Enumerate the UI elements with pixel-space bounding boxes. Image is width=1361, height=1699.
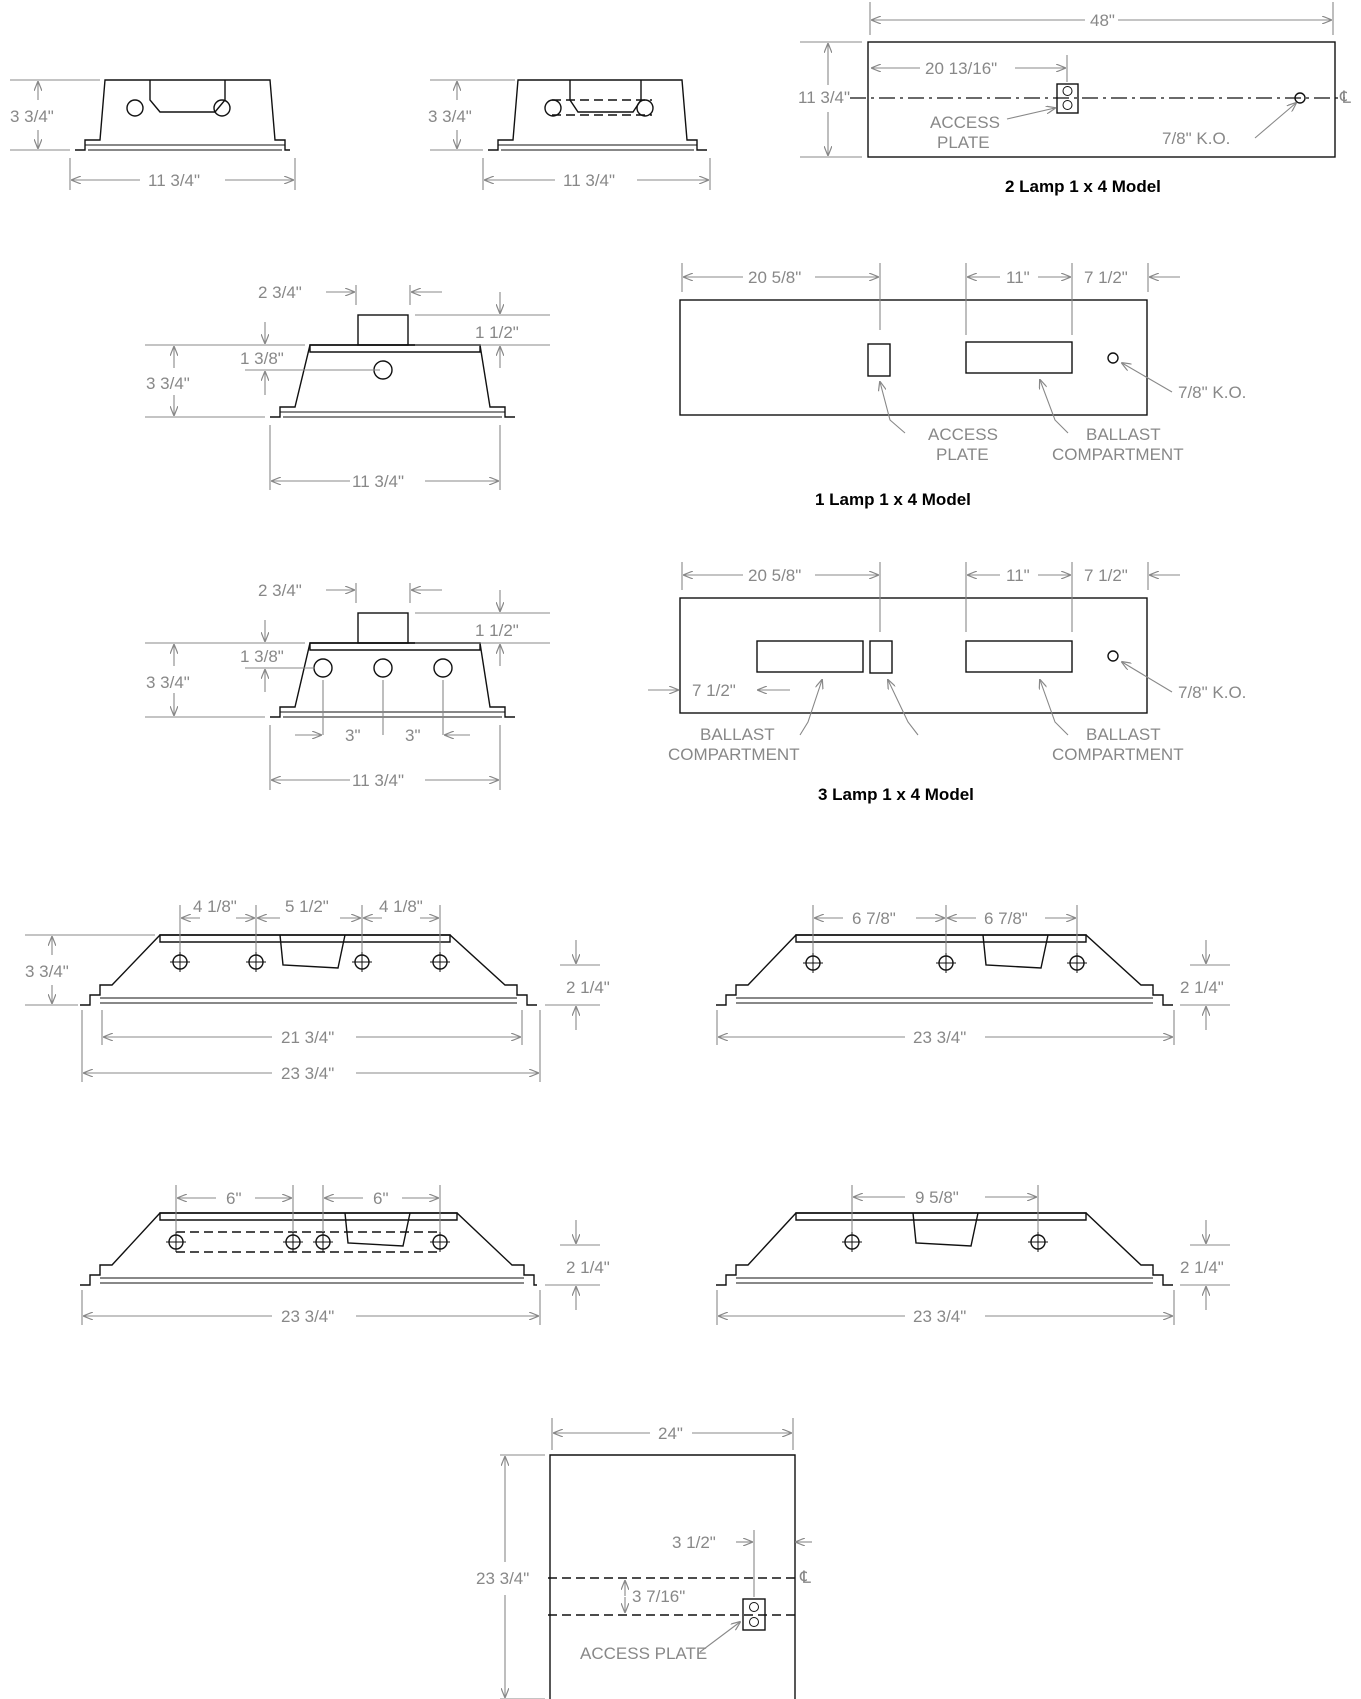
neck-height-label: 1 1/2" bbox=[475, 621, 519, 640]
neck-width-label: 2 3/4" bbox=[258, 581, 302, 600]
plan-length-label: 23 3/4" bbox=[476, 1569, 529, 1588]
hole-height-label: 1 3/8" bbox=[240, 349, 284, 368]
lampholder-marks bbox=[842, 1232, 1048, 1252]
access-plate-label-2: PLATE bbox=[936, 445, 989, 464]
knockout-label: 7/8" K.O. bbox=[1162, 129, 1230, 148]
two-lamp-end-view-a: 3 3/4" 11 3/4" bbox=[10, 79, 296, 190]
ballast-label-2-right: COMPARTMENT bbox=[1052, 745, 1184, 764]
spacing-label-2: 5 1/2" bbox=[285, 897, 329, 916]
one-lamp-end-view: 11 3/4" 2 3/4" 1 1/2" 1 3/8" 3 3/4" bbox=[145, 283, 550, 491]
outer-width-label: 23 3/4" bbox=[913, 1028, 966, 1047]
ballast-label-2-left: COMPARTMENT bbox=[668, 745, 800, 764]
troffer-section-d: 9 5/8" 2 1/4" 23 3/4" bbox=[716, 1185, 1230, 1326]
two-lamp-end-view-b: 3 3/4" 11 3/4" bbox=[428, 79, 711, 190]
lampholder-marks bbox=[803, 953, 1087, 973]
ballast-label-1: BALLAST bbox=[1086, 425, 1161, 444]
outer-width-label: 23 3/4" bbox=[913, 1307, 966, 1326]
lampholder-marks bbox=[170, 952, 450, 972]
spacing-label-3: 4 1/8" bbox=[379, 897, 423, 916]
inner-width-label: 21 3/4" bbox=[281, 1028, 334, 1047]
two-lamp-title: 2 Lamp 1 x 4 Model bbox=[1005, 177, 1161, 196]
lampholder-marks bbox=[166, 1232, 450, 1252]
knockout-label: 7/8" K.O. bbox=[1178, 683, 1246, 702]
ballast-label-2: COMPARTMENT bbox=[1052, 445, 1184, 464]
troffer-section-b: 6 7/8" 6 7/8" 2 1/4" 23 3/4" bbox=[716, 905, 1230, 1047]
outer-width-label: 23 3/4" bbox=[281, 1064, 334, 1083]
plan-width-label: 24" bbox=[658, 1424, 683, 1443]
width-label: 11 3/4" bbox=[563, 171, 615, 190]
one-lamp-plan-view: 20 5/8" 11" 7 1/2" 7/8" K.O. ACCESS PLAT… bbox=[679, 263, 1246, 509]
troffer-section-a: 4 1/8" 5 1/2" 4 1/8" 3 3/4" 2 1/4" 21 3/… bbox=[25, 897, 610, 1083]
overall-length-label: 48" bbox=[1090, 11, 1115, 30]
spacing-label-1: 3" bbox=[345, 726, 361, 745]
end-offset-label: 7 1/2" bbox=[1084, 268, 1128, 287]
spacing-label-1: 4 1/8" bbox=[193, 897, 237, 916]
two-by-two-plan-view: ℄ 24" 23 3/4" 3 1/2" 3 7/16" ACCESS PLAT… bbox=[476, 1418, 812, 1699]
three-lamp-end-view: 3" 3" 11 3/4" 2 3/4" 1 1/2" 1 3/8" 3 3/4… bbox=[145, 581, 550, 790]
end-offset-label: 7 1/2" bbox=[1084, 566, 1128, 585]
depth-label: 2 1/4" bbox=[566, 978, 610, 997]
three-lamp-plan-view: 20 5/8" 11" 7 1/2" 7 1/2" 7/8" K.O. BALL… bbox=[648, 562, 1246, 804]
depth-label: 2 1/4" bbox=[1180, 1258, 1224, 1277]
access-offset-label: 20 13/16" bbox=[925, 59, 997, 78]
width-label: 11 3/4" bbox=[148, 171, 200, 190]
ballast-offset-label: 20 5/8" bbox=[748, 268, 801, 287]
left-offset-label: 7 1/2" bbox=[692, 681, 736, 700]
troffer-section-c: 6" 6" 2 1/4" 23 3/4" bbox=[80, 1185, 610, 1326]
width-label: 11 3/4" bbox=[352, 472, 404, 491]
access-distance-label: 3 7/16" bbox=[632, 1587, 685, 1606]
neck-height-label: 1 1/2" bbox=[475, 323, 519, 342]
ballast-label-1-left: BALLAST bbox=[700, 725, 775, 744]
hole-height-label: 1 3/8" bbox=[240, 647, 284, 666]
height-label: 3 3/4" bbox=[428, 107, 472, 126]
plan-width-label: 11 3/4" bbox=[798, 88, 850, 107]
spacing-label-2: 6 7/8" bbox=[984, 909, 1028, 928]
height-label: 3 3/4" bbox=[146, 673, 190, 692]
access-offset-label: 3 1/2" bbox=[672, 1533, 716, 1552]
offset-label: 20 5/8" bbox=[748, 566, 801, 585]
access-plate-label-1: ACCESS bbox=[930, 113, 1000, 132]
ballast-length-label: 11" bbox=[1006, 268, 1030, 287]
access-plate-label: ACCESS PLATE bbox=[580, 1644, 707, 1663]
access-plate-label-2: PLATE bbox=[937, 133, 990, 152]
height-label: 3 3/4" bbox=[25, 962, 69, 981]
spacing-label-1: 6 7/8" bbox=[852, 909, 896, 928]
width-label: 11 3/4" bbox=[352, 771, 404, 790]
access-plate-label-1: ACCESS bbox=[928, 425, 998, 444]
spacing-label-2: 6" bbox=[373, 1189, 389, 1208]
neck-width-label: 2 3/4" bbox=[258, 283, 302, 302]
one-lamp-title: 1 Lamp 1 x 4 Model bbox=[815, 490, 971, 509]
centerline-symbol: ℄ bbox=[1339, 88, 1351, 107]
ballast-length-label: 11" bbox=[1006, 566, 1030, 585]
height-label: 3 3/4" bbox=[10, 107, 54, 126]
height-label: 3 3/4" bbox=[146, 374, 190, 393]
depth-label: 2 1/4" bbox=[1180, 978, 1224, 997]
depth-label: 2 1/4" bbox=[566, 1258, 610, 1277]
ballast-label-1-right: BALLAST bbox=[1086, 725, 1161, 744]
knockout-label: 7/8" K.O. bbox=[1178, 383, 1246, 402]
three-lamp-title: 3 Lamp 1 x 4 Model bbox=[818, 785, 974, 804]
spacing-label-1: 6" bbox=[226, 1189, 242, 1208]
centerline-symbol: ℄ bbox=[799, 1568, 811, 1587]
spacing-label-2: 3" bbox=[405, 726, 421, 745]
two-lamp-plan-view: ℄ 48" 20 13/16" 11 3/4" ACCESS PLATE 7/8… bbox=[798, 2, 1351, 196]
outer-width-label: 23 3/4" bbox=[281, 1307, 334, 1326]
spacing-label: 9 5/8" bbox=[915, 1188, 959, 1207]
